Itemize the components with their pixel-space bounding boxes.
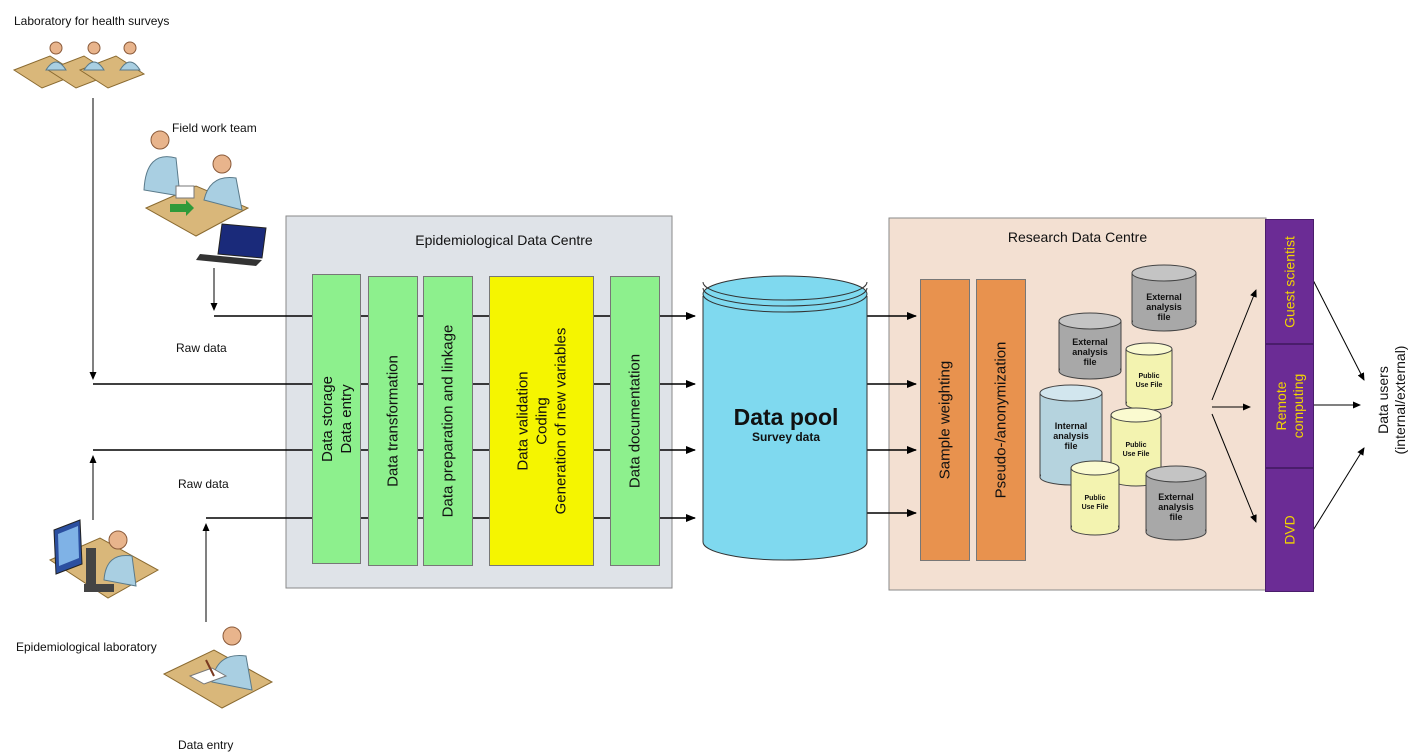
edc-step-data-storage: Data storage Data entry xyxy=(312,274,361,564)
file-cylinder-puf-1 xyxy=(1125,342,1173,411)
file-1-l1: External xyxy=(1146,292,1182,302)
file-label-puf-3: Public Use File xyxy=(1071,494,1119,512)
pool-to-rdc-lines xyxy=(866,312,917,517)
epidemiological-laboratory-icon xyxy=(48,519,160,599)
rdc-step-1-label: Sample weighting xyxy=(936,360,954,480)
edc-title: Epidemiological Data Centre xyxy=(415,232,593,248)
file-4-l2: analysis xyxy=(1053,431,1089,441)
edc-step-4-line1: Data validation xyxy=(514,371,531,471)
input-lines xyxy=(89,98,218,622)
file-label-internal: Internal analysis file xyxy=(1040,421,1102,451)
access-3-label: DVD xyxy=(1281,515,1297,545)
rdc-to-access-arrows xyxy=(1211,277,1365,533)
access-remote-computing: Remote computing xyxy=(1265,344,1314,468)
access-2-line1: Remote xyxy=(1272,381,1289,431)
file-5-l2: Use File xyxy=(1122,451,1150,458)
file-3-l2: Use File xyxy=(1135,382,1163,389)
file-cylinders xyxy=(1039,264,1207,541)
access-guest-scientist: Guest scientist xyxy=(1265,219,1314,344)
file-cylinder-puf-3 xyxy=(1070,460,1120,536)
access-1-label: Guest scientist xyxy=(1281,235,1297,328)
file-2-l1: External xyxy=(1072,337,1108,347)
file-7-l1: External xyxy=(1158,492,1194,502)
label-epidemiological-laboratory: Epidemiological laboratory xyxy=(16,640,157,654)
data-users-line1: Data users xyxy=(1375,366,1391,434)
data-pool-cylinder xyxy=(702,275,868,561)
label-lab-health-surveys: Laboratory for health surveys xyxy=(14,14,170,28)
edc-step-4-line2: Coding xyxy=(533,397,550,445)
edc-step-2-line1: Data transformation xyxy=(384,355,402,487)
rdc-title: Research Data Centre xyxy=(1007,229,1148,245)
file-label-ext-1: External analysis file xyxy=(1132,292,1196,322)
file-6-l2: Use File xyxy=(1081,504,1109,511)
edc-step-data-validation: Data validation Coding Generation of new… xyxy=(489,276,594,566)
file-2-l2: analysis xyxy=(1072,347,1108,357)
data-pool-label: Data pool Survey data xyxy=(706,404,866,444)
label-data-entry: Data entry xyxy=(178,738,234,752)
file-7-l2: analysis xyxy=(1158,502,1194,512)
file-label-ext-2: External analysis file xyxy=(1059,337,1121,367)
file-7-l3: file xyxy=(1169,512,1183,522)
file-4-l1: Internal xyxy=(1054,421,1088,431)
rdc-step-sample-weighting: Sample weighting xyxy=(920,279,970,561)
file-cylinder-ext-2 xyxy=(1058,312,1122,380)
file-cylinder-ext-3 xyxy=(1145,465,1207,541)
label-field-work-team: Field work team xyxy=(172,121,257,135)
edc-step-1-line2: Data entry xyxy=(337,384,355,454)
edc-step-1-line1: Data storage xyxy=(318,376,336,462)
edc-step-data-preparation: Data preparation and linkage xyxy=(423,276,473,566)
file-4-l3: file xyxy=(1064,441,1078,451)
rdc-step-pseudo-anonymization: Pseudo-/anonymization xyxy=(976,279,1026,561)
file-1-l2: analysis xyxy=(1146,302,1182,312)
label-raw-data-2: Raw data xyxy=(178,477,229,491)
file-label-ext-3: External analysis file xyxy=(1146,492,1206,522)
data-pool-title: Data pool xyxy=(733,404,839,430)
edc-step-4-line3: Generation of new variables xyxy=(552,327,569,515)
edc-step-3-line1: Data preparation and linkage xyxy=(439,324,457,518)
edc-step-data-documentation: Data documentation xyxy=(610,276,660,566)
data-entry-icon xyxy=(162,626,274,709)
label-raw-data-1: Raw data xyxy=(176,341,227,355)
file-5-l1: Public xyxy=(1125,442,1147,449)
file-cylinder-puf-2 xyxy=(1110,407,1162,487)
access-dvd: DVD xyxy=(1265,468,1314,592)
access-2-line2: computing xyxy=(1289,373,1306,439)
file-1-l3: file xyxy=(1157,312,1171,322)
file-cylinder-int xyxy=(1039,384,1103,486)
file-cylinder-ext-1 xyxy=(1131,264,1197,332)
edc-step-5-line1: Data documentation xyxy=(626,353,644,489)
file-label-puf-2: Public Use File xyxy=(1111,441,1161,459)
data-users-line2: (internal/external) xyxy=(1392,345,1408,455)
field-work-team-icon xyxy=(143,130,267,266)
edc-step-data-transformation: Data transformation xyxy=(368,276,418,566)
data-users-label: Data users (internal/external) xyxy=(1372,300,1412,500)
file-3-l1: Public xyxy=(1138,373,1160,380)
data-pool-subtitle: Survey data xyxy=(751,430,821,444)
file-2-l3: file xyxy=(1083,357,1097,367)
rdc-step-2-label: Pseudo-/anonymization xyxy=(992,341,1010,499)
file-label-puf-1: Public Use File xyxy=(1126,372,1172,390)
health-survey-lab-icon xyxy=(12,41,146,89)
file-6-l1: Public xyxy=(1084,495,1106,502)
